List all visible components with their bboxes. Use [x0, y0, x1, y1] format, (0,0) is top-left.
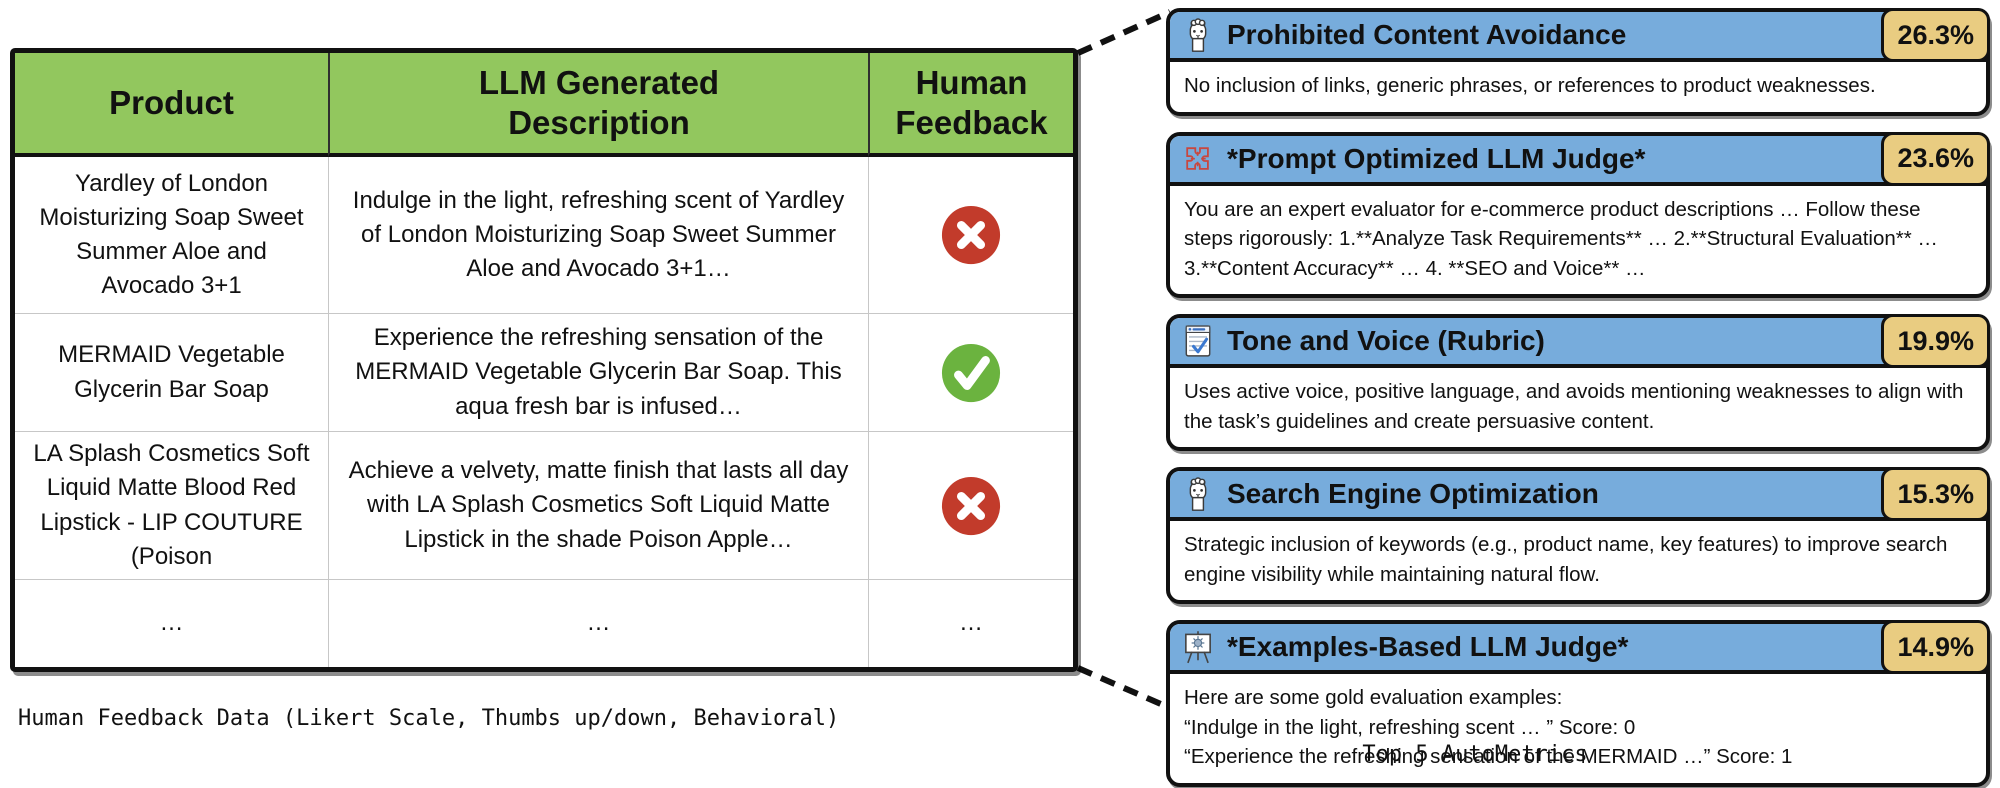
metric-header: *Examples-Based LLM Judge* 14.9% — [1170, 620, 1990, 675]
metric-box-seo: Search Engine Optimization 15.3% Strateg… — [1166, 467, 1990, 605]
metric-body: Strategic inclusion of keywords (e.g., p… — [1184, 533, 1948, 586]
llama-icon — [1189, 18, 1207, 52]
table-row-2-feedback — [868, 313, 1073, 431]
table-row-1-description: Indulge in the light, refreshing scent o… — [328, 157, 868, 313]
x-circle-icon — [941, 476, 1001, 535]
col-header-product: Product — [15, 53, 328, 157]
metric-header: Prohibited Content Avoidance 26.3% — [1170, 8, 1990, 62]
metric-title: Search Engine Optimization — [1227, 478, 1599, 510]
panel-caption: Top 5 AutoMetrics — [1362, 742, 1588, 767]
llama-icon — [1189, 477, 1207, 512]
metric-percent-badge: 15.3% — [1881, 467, 1990, 522]
connector-bottom — [1076, 665, 1172, 711]
table-row-4-feedback: … — [868, 579, 1073, 667]
table-row-2-product: MERMAID Vegetable Glycerin Bar Soap — [15, 313, 328, 431]
table-caption: Human Feedback Data (Likert Scale, Thumb… — [18, 706, 840, 731]
x-circle-icon — [941, 205, 1001, 265]
table-row-1-feedback — [868, 157, 1073, 313]
table-row-2-description: Experience the refreshing sensation of t… — [328, 313, 868, 431]
autometrics-panel: Prohibited Content Avoidance 26.3% No in… — [1166, 8, 1990, 787]
metric-title: Prohibited Content Avoidance — [1227, 19, 1627, 50]
metric-title: *Examples-Based LLM Judge* — [1227, 631, 1629, 663]
rubric-icon — [1185, 325, 1211, 357]
metric-body: You are an expert evaluator for e-commer… — [1184, 197, 1938, 280]
metric-percent-badge: 26.3% — [1881, 8, 1990, 62]
metric-body: Here are some gold evaluation examples: … — [1184, 686, 1793, 769]
metric-percent-badge: 14.9% — [1881, 620, 1990, 675]
metric-box-prompt-optimized-judge: *Prompt Optimized LLM Judge* 23.6% You a… — [1166, 131, 1990, 299]
metric-body: No inclusion of links, generic phrases, … — [1184, 74, 1876, 97]
metric-header: *Prompt Optimized LLM Judge* 23.6% — [1170, 131, 1990, 186]
metric-box-tone-and-voice: Tone and Voice (Rubric) 19.9% Uses activ… — [1166, 314, 1990, 452]
metric-header: Search Engine Optimization 15.3% — [1170, 467, 1990, 522]
metric-header: Tone and Voice (Rubric) 19.9% — [1170, 314, 1990, 369]
connector-top — [1076, 9, 1172, 56]
table-row-3-feedback — [868, 431, 1073, 579]
metric-percent-badge: 23.6% — [1881, 131, 1990, 186]
metric-body: Uses active voice, positive language, an… — [1184, 380, 1964, 433]
puzzle-icon — [1186, 146, 1209, 170]
metric-title: Tone and Voice (Rubric) — [1227, 325, 1545, 357]
table-row-4-description: … — [328, 579, 868, 667]
metric-box-examples-based-judge: *Examples-Based LLM Judge* 14.9% Here ar… — [1166, 620, 1990, 787]
metric-percent-badge: 19.9% — [1881, 314, 1990, 369]
easel-icon — [1185, 631, 1211, 664]
col-header-feedback: Human Feedback — [868, 53, 1073, 157]
table-row-1-product: Yardley of London Moisturizing Soap Swee… — [39, 169, 304, 300]
check-circle-icon — [941, 343, 1001, 402]
table-row-4-product: … — [15, 579, 328, 667]
table-row-3-product: LA Splash Cosmetics Soft Liquid Matte Bl… — [15, 431, 328, 579]
metric-box-prohibited-content: Prohibited Content Avoidance 26.3% No in… — [1166, 8, 1990, 116]
metric-title: *Prompt Optimized LLM Judge* — [1227, 142, 1646, 174]
col-header-description: LLM Generated Description — [328, 53, 868, 157]
table-row-3-description: Achieve a velvety, matte finish that las… — [328, 431, 868, 579]
human-feedback-table: Product LLM Generated Description Human … — [10, 48, 1078, 672]
